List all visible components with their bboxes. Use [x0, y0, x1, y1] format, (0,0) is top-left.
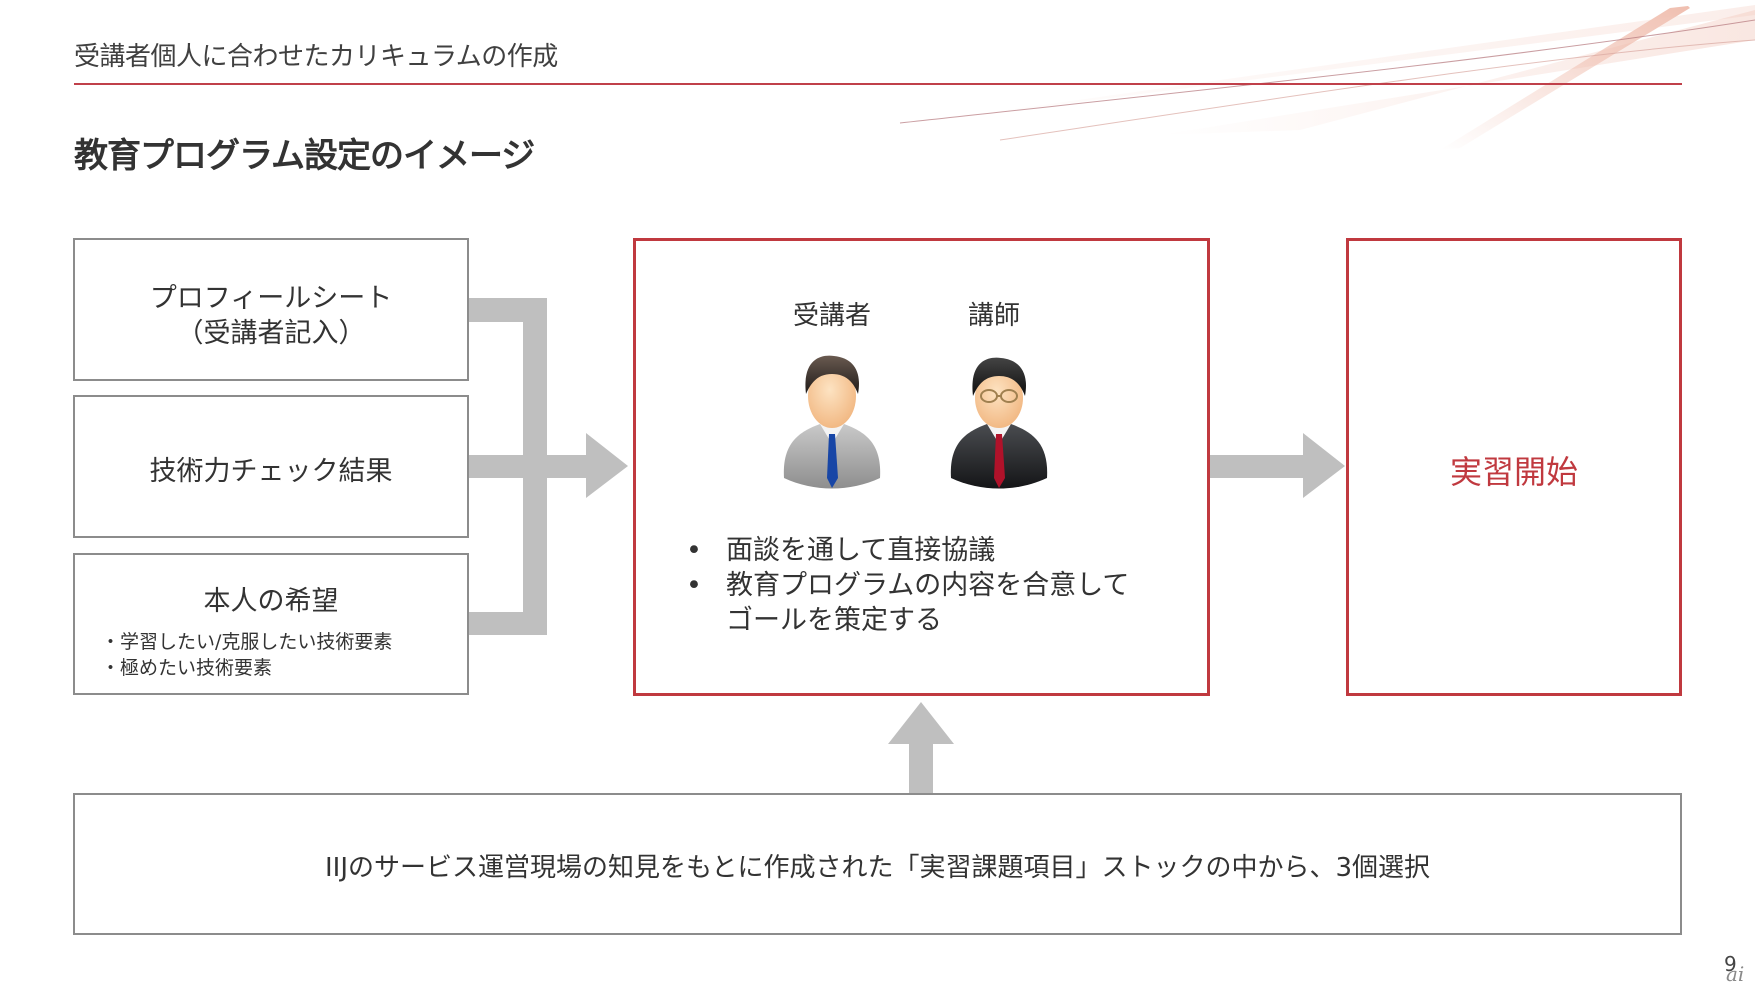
instructor-avatar-icon — [950, 357, 1048, 489]
meeting-bullet-item: • 面談を通して直接協議 — [686, 533, 1129, 568]
bullet-dot-icon: • — [686, 535, 702, 566]
skill-check-title: 技術力チェック結果 — [149, 456, 393, 487]
arrow-source-up-shaft — [909, 743, 933, 793]
meeting-bullet-text: 教育プログラムの内容を合意して — [726, 570, 1130, 601]
meeting-bullet-continuation: ゴールを策定する — [686, 603, 1129, 638]
watermark-logo: ai — [1726, 962, 1745, 986]
arrow-meeting-to-start-shaft — [1210, 455, 1304, 478]
arrow-head-up — [888, 702, 954, 744]
bullet-dot-icon: • — [686, 570, 702, 601]
section-title: 教育プログラム設定のイメージ — [74, 136, 535, 176]
input-box-wishes: 本人の希望 ・学習したい/克服したい技術要素 ・極めたい技術要素 — [73, 553, 469, 695]
profile-sheet-subtitle: （受講者記入） — [176, 318, 366, 349]
connector-vertical — [523, 298, 547, 635]
trainee-avatar-icon — [783, 355, 881, 489]
page-number: 9 — [1724, 952, 1737, 976]
profile-sheet-title: プロフィールシート — [149, 283, 393, 314]
source-text: IIJのサービス運営現場の知見をもとに作成された「実習課題項目」ストックの中から… — [324, 853, 1431, 883]
meeting-bullets: • 面談を通して直接協議 • 教育プログラムの内容を合意して ゴールを策定する — [686, 533, 1129, 638]
input-box-skill-check: 技術力チェック結果 — [73, 395, 469, 538]
header-title: 受講者個人に合わせたカリキュラムの作成 — [74, 42, 558, 72]
result-box: 実習開始 — [1346, 238, 1682, 696]
wishes-subitem: ・学習したい/克服したい技術要素 — [101, 631, 393, 653]
wishes-subitem: ・極めたい技術要素 — [101, 657, 273, 679]
wishes-title: 本人の希望 — [203, 586, 339, 617]
trainee-label: 受講者 — [792, 301, 871, 331]
instructor-label: 講師 — [967, 301, 1020, 331]
arrow-head-to-meeting — [586, 433, 628, 498]
header-divider — [74, 83, 1682, 85]
source-box: IIJのサービス運営現場の知見をもとに作成された「実習課題項目」ストックの中から… — [73, 793, 1682, 935]
practice-start-label: 実習開始 — [1449, 453, 1578, 491]
decorative-swoosh — [899, 5, 1755, 150]
meeting-bullet-item: • 教育プログラムの内容を合意して — [686, 568, 1129, 603]
meeting-bullet-text: 面談を通して直接協議 — [726, 535, 996, 566]
arrow-head-to-start — [1303, 433, 1345, 498]
meeting-box: 受講者 講師 • 面談を通し — [633, 238, 1210, 696]
input-box-profile-sheet: プロフィールシート （受講者記入） — [73, 238, 469, 381]
meeting-bullet-text: ゴールを策定する — [726, 605, 942, 636]
